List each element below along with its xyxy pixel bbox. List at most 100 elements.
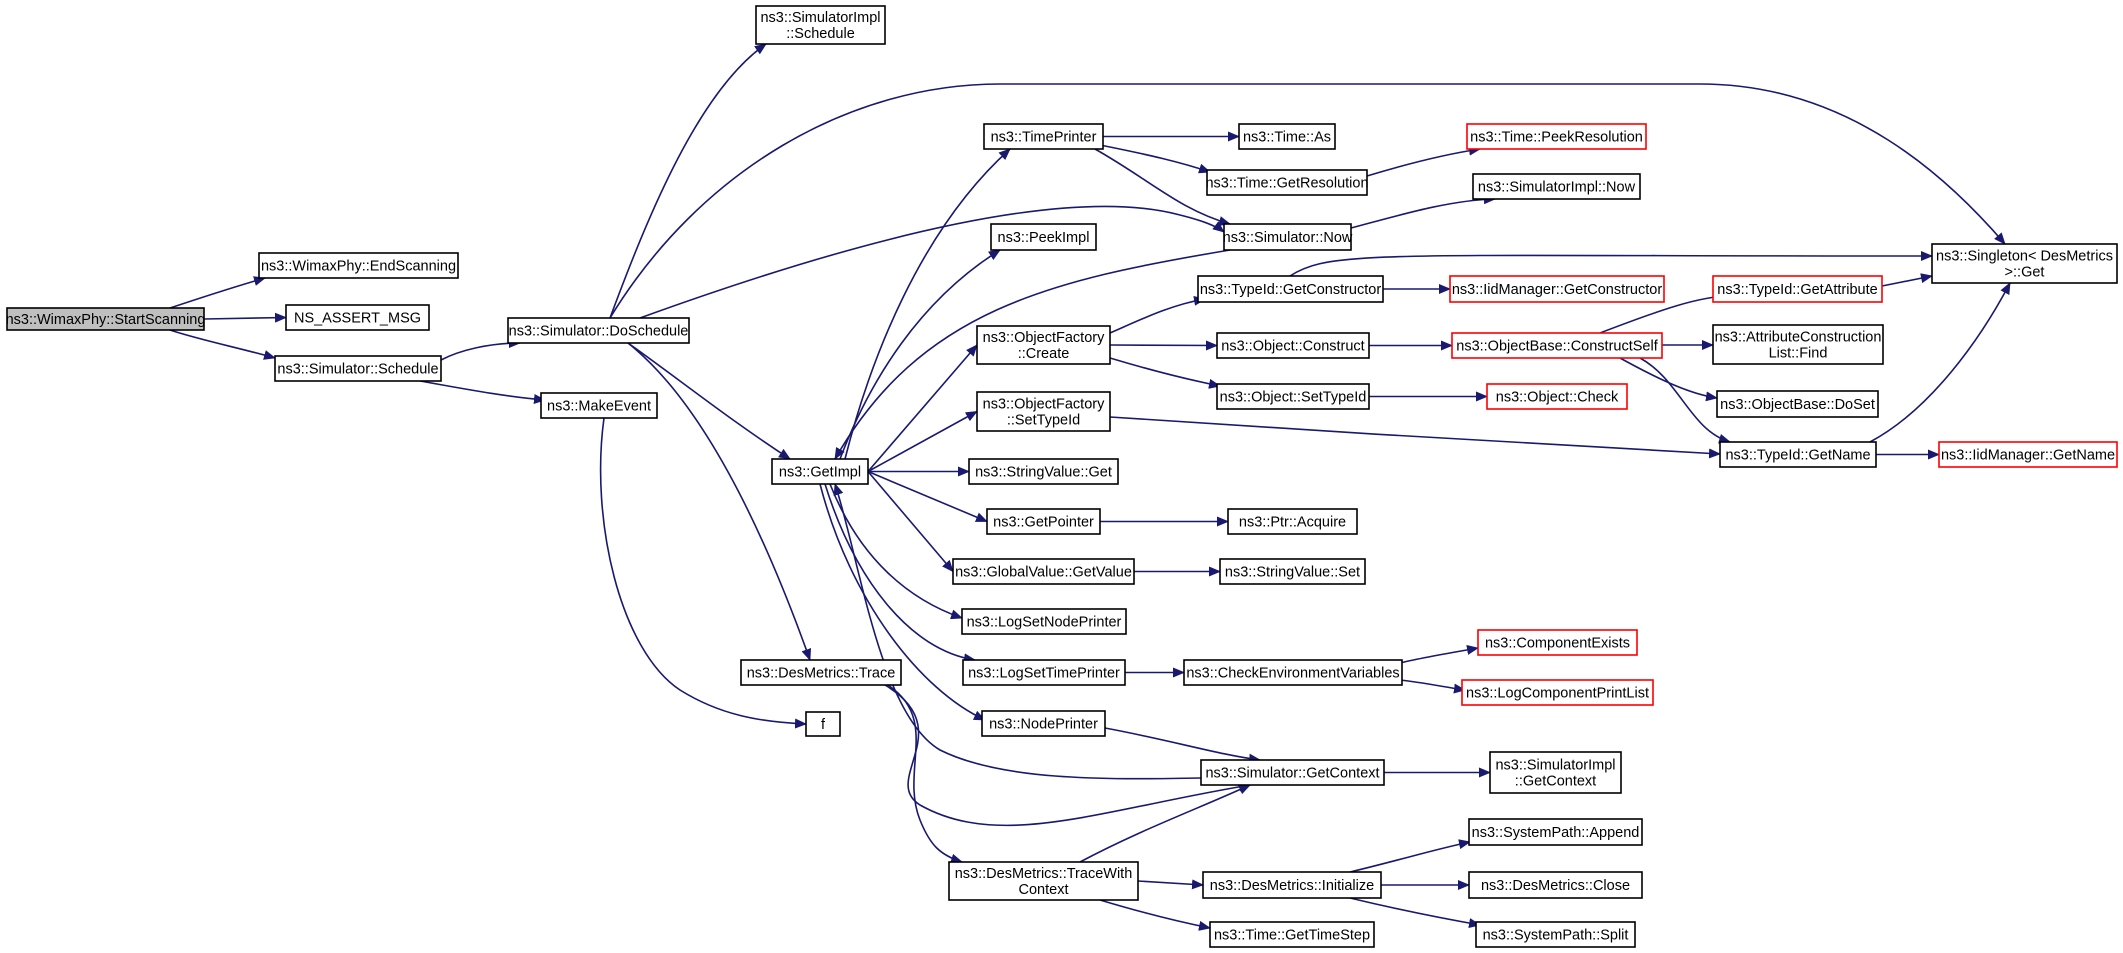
node-n49[interactable]: ns3::IidManager::GetName [1938, 441, 2118, 468]
node-box[interactable] [1216, 332, 1370, 359]
node-box[interactable] [1938, 441, 2118, 468]
node-box[interactable] [1449, 275, 1665, 303]
node-box[interactable] [1716, 390, 1879, 418]
node-n12[interactable]: ns3::ObjectFactory::Create [976, 325, 1111, 365]
node-box[interactable] [1209, 921, 1375, 948]
node-n25[interactable]: ns3::Object::Construct [1216, 332, 1370, 359]
node-n48[interactable]: ns3::Singleton< DesMetrics >::Get [1931, 243, 2118, 284]
node-box[interactable] [1719, 441, 1877, 468]
node-box[interactable] [1489, 751, 1622, 794]
node-box[interactable] [1227, 508, 1358, 535]
node-n7[interactable]: ns3::GetImpl [771, 458, 869, 485]
node-box[interactable] [1475, 921, 1636, 948]
node-box[interactable] [258, 252, 459, 279]
node-box[interactable] [990, 223, 1097, 251]
node-n35[interactable]: ns3::IidManager::GetConstructor [1449, 275, 1665, 303]
node-n2[interactable]: NS_ASSERT_MSG [285, 304, 430, 331]
node-box[interactable] [1200, 759, 1385, 786]
node-box[interactable] [952, 558, 1135, 585]
node-n38[interactable]: ns3::ComponentExists [1477, 629, 1638, 656]
node-n28[interactable]: ns3::StringValue::Set [1219, 558, 1366, 585]
node-box[interactable] [976, 325, 1111, 365]
node-n5[interactable]: ns3::MakeEvent [540, 392, 658, 419]
node-n37[interactable]: ns3::Object::Check [1486, 383, 1628, 410]
node-box[interactable] [986, 508, 1101, 535]
node-box[interactable] [1468, 818, 1643, 846]
node-box[interactable] [1472, 173, 1641, 200]
node-n30[interactable]: ns3::Simulator::GetContext [1200, 759, 1385, 786]
node-n1[interactable]: ns3::WimaxPhy::EndScanning [258, 252, 459, 279]
node-n36[interactable]: ns3::ObjectBase::ConstructSelf [1451, 332, 1663, 359]
node-box[interactable] [948, 861, 1139, 901]
node-box[interactable] [771, 458, 869, 485]
node-box[interactable] [1219, 558, 1366, 585]
node-n40[interactable]: ns3::SimulatorImpl::GetContext [1489, 751, 1622, 794]
node-n32[interactable]: ns3::Time::GetTimeStep [1209, 921, 1375, 948]
node-n3[interactable]: ns3::Simulator::Schedule [274, 355, 442, 382]
node-n31[interactable]: ns3::DesMetrics::Initialize [1202, 871, 1382, 899]
node-n6[interactable]: ns3::SimulatorImpl::Schedule [755, 5, 886, 45]
node-n34[interactable]: ns3::SimulatorImpl::Now [1472, 173, 1641, 200]
node-box[interactable] [1486, 383, 1628, 410]
node-box[interactable] [981, 710, 1106, 737]
node-n14[interactable]: ns3::StringValue::Get [968, 458, 1119, 485]
node-box[interactable] [1202, 871, 1382, 899]
node-n15[interactable]: ns3::GetPointer [986, 508, 1101, 535]
node-box[interactable] [961, 608, 1127, 635]
node-box[interactable] [285, 304, 430, 331]
node-n22[interactable]: ns3::Time::GetResolution [1205, 169, 1369, 196]
node-n17[interactable]: ns3::LogSetNodePrinter [961, 608, 1127, 635]
node-box[interactable] [507, 317, 690, 344]
node-box[interactable] [983, 123, 1104, 150]
node-n13[interactable]: ns3::ObjectFactory::SetTypeId [976, 391, 1111, 432]
node-box[interactable] [1223, 223, 1352, 251]
node-box[interactable] [1238, 123, 1336, 150]
node-n19[interactable]: ns3::NodePrinter [981, 710, 1106, 737]
node-n39[interactable]: ns3::LogComponentPrintList [1461, 679, 1654, 706]
node-n24[interactable]: ns3::TypeId::GetConstructor [1197, 275, 1384, 303]
node-n29[interactable]: ns3::CheckEnvironmentVariables [1183, 659, 1403, 686]
node-n26[interactable]: ns3::Object::SetTypeId [1216, 383, 1370, 410]
node-box[interactable] [1712, 324, 1884, 365]
node-box[interactable] [1197, 275, 1384, 303]
node-box[interactable] [274, 355, 442, 382]
node-box[interactable] [1931, 243, 2118, 284]
node-n27[interactable]: ns3::Ptr::Acquire [1227, 508, 1358, 535]
node-n11[interactable]: ns3::PeekImpl [990, 223, 1097, 251]
node-box[interactable] [740, 659, 902, 686]
node-n21[interactable]: ns3::Time::As [1238, 123, 1336, 150]
node-n46[interactable]: ns3::ObjectBase::DoSet [1716, 390, 1879, 418]
node-box[interactable] [540, 392, 658, 419]
node-box[interactable] [1468, 871, 1643, 899]
node-n44[interactable]: ns3::TypeId::GetAttribute [1712, 275, 1883, 303]
node-box[interactable] [1477, 629, 1638, 656]
node-n47[interactable]: ns3::TypeId::GetName [1719, 441, 1877, 468]
node-box[interactable] [755, 5, 886, 45]
node-box[interactable] [1183, 659, 1403, 686]
node-box[interactable] [1712, 275, 1883, 303]
node-n10[interactable]: ns3::TimePrinter [983, 123, 1104, 150]
node-box[interactable] [6, 307, 205, 331]
node-box[interactable] [1451, 332, 1663, 359]
node-box[interactable] [976, 391, 1111, 432]
node-box[interactable] [1466, 123, 1647, 150]
node-n23[interactable]: ns3::Simulator::Now [1223, 223, 1353, 251]
node-n8[interactable]: ns3::DesMetrics::Trace [740, 659, 902, 686]
node-n4[interactable]: ns3::Simulator::DoSchedule [507, 317, 690, 344]
node-box[interactable] [968, 458, 1119, 485]
node-n9[interactable]: f [805, 711, 841, 737]
node-n43[interactable]: ns3::SystemPath::Split [1475, 921, 1636, 948]
node-box[interactable] [1461, 679, 1654, 706]
node-n41[interactable]: ns3::SystemPath::Append [1468, 818, 1643, 846]
node-n42[interactable]: ns3::DesMetrics::Close [1468, 871, 1643, 899]
node-box[interactable] [962, 659, 1126, 686]
node-n18[interactable]: ns3::LogSetTimePrinter [962, 659, 1126, 686]
node-box[interactable] [805, 711, 841, 737]
node-box[interactable] [1206, 169, 1368, 196]
node-n33[interactable]: ns3::Time::PeekResolution [1466, 123, 1647, 150]
node-n0[interactable]: ns3::WimaxPhy::StartScanning [6, 307, 206, 331]
node-n16[interactable]: ns3::GlobalValue::GetValue [952, 558, 1135, 585]
node-box[interactable] [1216, 383, 1370, 410]
